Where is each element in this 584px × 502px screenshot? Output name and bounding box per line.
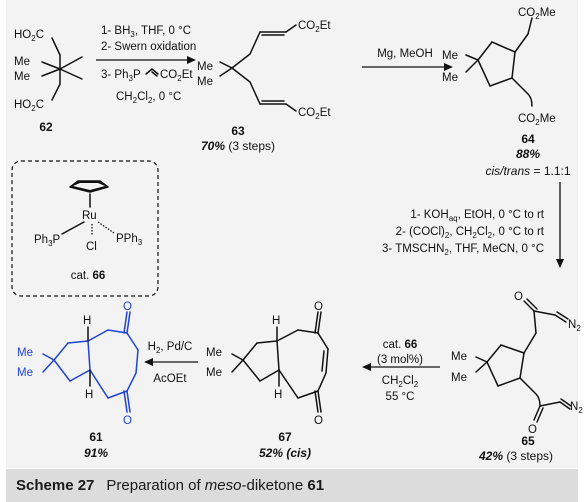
catalyst-pph3: PPh3 [116,233,143,247]
c61-hydrogen-bottom: H [85,389,93,401]
c64-ester-bottom: CO2Me [518,113,556,127]
compound-62: HO2C Me Me HO2C 62 [14,29,83,134]
reaction-step-4: cat. 66 (3 mol%) CH2Cl2 55 °C [362,339,440,403]
catalyst-ph3p: Ph3P [34,234,61,248]
caption-italic: meso [204,477,242,494]
reaction-step-2: Mg, MeOH [362,48,453,71]
c61-oxygen-top: O [123,301,132,313]
step1-wittig-ester: CO2Et [160,69,193,83]
c61-methyl-2: Me [17,367,33,379]
step4-condition-4: 55 °C [386,391,415,403]
c65-methyl-2: Me [451,372,467,384]
c65-diazo-top: N2 [568,319,581,333]
step1-condition-1: 1- BH3, THF, 0 °C [101,25,191,39]
yield-63: 70% (3 steps) [201,139,275,153]
c64-methyl-2: Me [442,72,458,84]
c62-methyl-1: Me [14,56,30,68]
step1-condition-2: 2- Swern oxidation [101,41,196,53]
reaction-step-1: 1- BH3, THF, 0 °C 2- Swern oxidation 3- … [96,25,196,105]
step5-condition-1: H2, Pd/C [148,341,193,355]
compound-64: CO2Me CO2Me Me Me 64 88% cis/trans = 1.1… [442,7,571,178]
c67-methyl-1: Me [206,347,222,359]
catalyst-label: cat. 66 [71,270,106,282]
c65-oxygen-bottom: O [528,424,537,436]
compound-number-67: 67 [278,430,292,444]
catalyst-66-box: Ru Ph3P PPh3 Cl cat. 66 [11,160,159,297]
c63-methyl-1: Me [197,61,213,73]
c67-oxygen-top: O [314,301,323,313]
compound-number-61: 61 [89,430,103,444]
caption-bar: Scheme 27 Preparation of meso-diketone 61 [6,469,578,502]
scheme-caption: Scheme 27 Preparation of meso-diketone 61 [16,477,324,494]
compound-number-62: 62 [39,120,53,134]
caption-compound: 61 [307,477,325,494]
step1-condition-3: 3- Ph3P [101,69,141,83]
c67-methyl-2: Me [206,367,222,379]
c63-ester-bottom: CO2Et [298,107,331,121]
c61-hydrogen-top: H [83,315,91,327]
caption-text-before: Preparation of [106,477,205,494]
step4-condition-3: CH2Cl2 [382,375,419,389]
c61-methyl-1: Me [17,347,33,359]
yield-65: 42% (3 steps) [478,449,553,463]
reaction-step-3: 1- KOHaq, EtOH, 0 °C to rt 2- (COCl)2, C… [382,182,564,268]
step1-condition-4: CH2Cl2, 0 °C [116,91,181,105]
step4-condition-1: cat. 66 [383,339,418,351]
compound-67: H H O O Me Me 67 52% (cis) [206,301,329,460]
step3-condition-1: 1- KOHaq, EtOH, 0 °C to rt [410,209,544,223]
compound-number-63: 63 [231,124,245,138]
reaction-scheme: HO2C Me Me HO2C 62 1- BH3, THF, 0 °C 2- … [11,7,583,463]
step4-condition-2: (3 mol%) [377,354,423,366]
c62-methyl-2: Me [14,71,30,83]
c62-acid-bottom: HO2C [14,99,44,113]
step5-condition-2: AcOEt [153,373,187,385]
compound-number-65: 65 [521,434,535,448]
c64-ester-top: CO2Me [518,7,556,21]
catalyst-chloride: Cl [86,241,97,253]
caption-text-after: -diketone [241,477,308,494]
compound-63: CO2Et CO2Et Me Me 63 70% (3 steps) [197,20,331,153]
c67-oxygen-bottom: O [314,415,323,427]
compound-number-64: 64 [521,132,535,146]
c65-methyl-1: Me [451,351,467,363]
caption-label: Scheme 27 [16,477,95,494]
compound-65: O O N2 N2 Me Me 65 42% (3 steps) [451,291,583,463]
reaction-step-5: H2, Pd/C AcOEt [144,341,198,385]
catalyst-ruthenium: Ru [82,210,97,222]
c61-oxygen-bottom: O [123,415,132,427]
c65-oxygen-top: O [514,291,523,303]
c67-hydrogen-bottom: H [274,389,282,401]
c64-methyl-1: Me [442,50,458,62]
compound-61: H H O O Me Me 61 91% [17,301,139,460]
cis-trans-ratio-64: cis/trans = 1.1:1 [485,164,570,178]
step3-condition-2: 2- (COCl)2, CH2Cl2, 0 °C to rt [396,226,545,240]
c63-methyl-2: Me [197,76,213,88]
c63-ester-top: CO2Et [298,20,331,34]
yield-67: 52% (cis) [259,446,311,460]
c62-acid-top: HO2C [14,29,44,43]
c65-diazo-bottom: N2 [570,401,583,415]
yield-61: 91% [84,446,108,460]
c67-hydrogen-top: H [272,315,280,327]
yield-64: 88% [516,147,540,161]
step2-condition-1: Mg, MeOH [377,48,433,60]
step3-condition-3: 3- TMSCHN2, THF, MeCN, 0 °C [382,243,544,257]
